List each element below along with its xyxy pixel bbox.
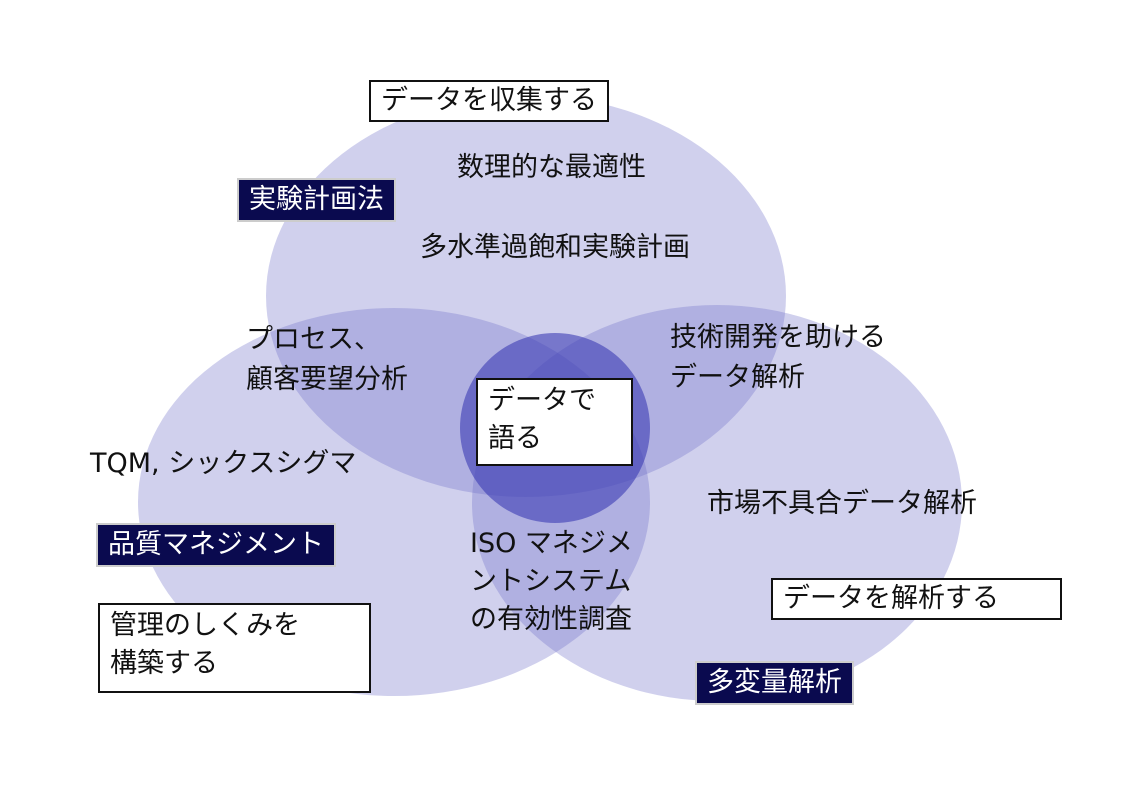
ellipse-collect (266, 95, 786, 497)
text-process: プロセス、 (246, 324, 381, 355)
tag-design-of-experiments: 実験計画法 (237, 178, 396, 222)
text-data-analysis: データ解析 (670, 362, 805, 393)
text-iso2: ントシステム (470, 566, 632, 597)
text-supersaturated-design: 多水準過飽和実験計画 (420, 232, 690, 263)
text-iso3: の有効性調査 (470, 604, 632, 635)
label-analyze-data: データを解析する (771, 578, 1062, 620)
text-iso1: ISO マネジメ (470, 528, 633, 559)
text-market-defect: 市場不具合データ解析 (707, 488, 977, 519)
label-center-line1: データで (488, 385, 596, 416)
text-mathematical-optimality: 数理的な最適性 (457, 152, 646, 183)
label-left-line2: 構築する (110, 648, 218, 679)
text-customer-analysis: 顧客要望分析 (246, 364, 408, 395)
label-center-line2: 語る (488, 423, 542, 454)
label-left-line1: 管理のしくみを (110, 610, 301, 641)
label-build-management: 管理のしくみを 構築する (98, 603, 371, 693)
label-speak-with-data: データで 語る (476, 378, 633, 466)
tag-multivariate-analysis: 多変量解析 (695, 661, 854, 705)
text-tech-dev: 技術開発を助ける (670, 322, 886, 353)
tag-quality-management: 品質マネジメント (96, 523, 336, 567)
text-tqm: TQM, シックスシグマ (90, 448, 357, 479)
label-collect-data: データを収集する (369, 80, 609, 122)
